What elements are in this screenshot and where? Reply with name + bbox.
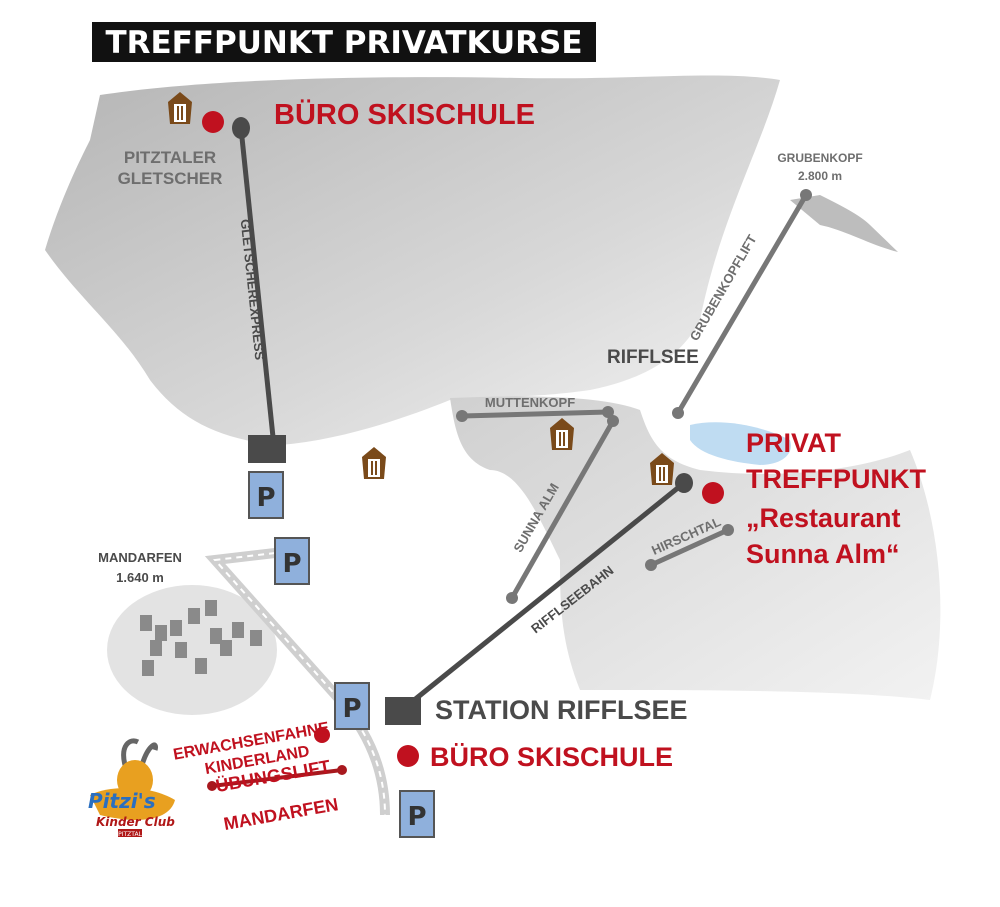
- meeting-point-marker[interactable]: [397, 745, 419, 767]
- muttenkopf-label: MUTTENKOPF: [485, 395, 575, 410]
- grubenkopf-altitude: 2.800 m: [798, 169, 842, 183]
- grubenkopf-label: GRUBENKOPF: [777, 151, 862, 165]
- svg-text:P: P: [342, 694, 361, 724]
- gletscher-label: GLETSCHER: [118, 169, 223, 188]
- svg-text:P: P: [256, 483, 275, 513]
- sunna-alm-restaurant-label: Sunna Alm“: [746, 539, 900, 569]
- parking-icon: P: [334, 682, 370, 730]
- restaurant-hut-icon: [362, 447, 386, 479]
- svg-text:Kinder Club: Kinder Club: [96, 815, 175, 829]
- pitztaler-label: PITZTALER: [124, 148, 216, 167]
- restaurant-hut-icon: [650, 453, 674, 485]
- page-title: TREFFPUNKT PRIVATKURSE: [105, 25, 582, 61]
- station-rifflsee-label: STATION RIFFLSEE: [435, 695, 688, 725]
- mandarfen-town-label: MANDARFEN: [98, 550, 182, 565]
- restaurant-hut-icon: [168, 92, 192, 124]
- meeting-point-marker[interactable]: [202, 111, 224, 133]
- mandarfen-lift-label: MANDARFEN: [222, 794, 340, 834]
- treffpunkt-label: TREFFPUNKT: [746, 464, 926, 494]
- village-houses-icon: [140, 600, 262, 676]
- svg-text:Pitzi's: Pitzi's: [88, 789, 156, 813]
- privat-label: PRIVAT: [746, 428, 842, 458]
- mandarfen-altitude: 1.640 m: [116, 570, 164, 585]
- parking-icon: P: [399, 790, 435, 838]
- parking-icon: P: [248, 471, 284, 519]
- rifflsee-label: RIFFLSEE: [607, 347, 699, 368]
- meeting-point-marker[interactable]: [314, 727, 330, 743]
- restaurant-hut-icon: [550, 418, 574, 450]
- uebungslift-mandarfen[interactable]: [207, 765, 347, 791]
- parking-icon: P: [274, 537, 310, 585]
- restaurant-label: „Restaurant: [746, 503, 901, 533]
- title-banner: [92, 22, 596, 62]
- meeting-point-marker[interactable]: [702, 482, 724, 504]
- svg-text:P: P: [282, 549, 301, 579]
- svg-text:P: P: [407, 802, 426, 832]
- svg-text:PITZTAL: PITZTAL: [118, 831, 142, 838]
- gletscherexpress-lift[interactable]: GLETSCHEREXPRESS: [232, 117, 286, 463]
- buero-skischule-bottom-label: BÜRO SKISCHULE: [430, 742, 673, 772]
- buero-skischule-top-label: BÜRO SKISCHULE: [274, 98, 535, 131]
- muttenkopf-lift[interactable]: MUTTENKOPF: [456, 395, 614, 422]
- rifflsee-lake: [690, 422, 791, 465]
- glacier-area: [45, 75, 780, 446]
- rifflsee-area: [450, 396, 941, 700]
- pitzis-kinder-club-logo: Pitzi's Kinder Club PITZTAL: [88, 738, 175, 838]
- grubenkopf-peak: [790, 195, 898, 252]
